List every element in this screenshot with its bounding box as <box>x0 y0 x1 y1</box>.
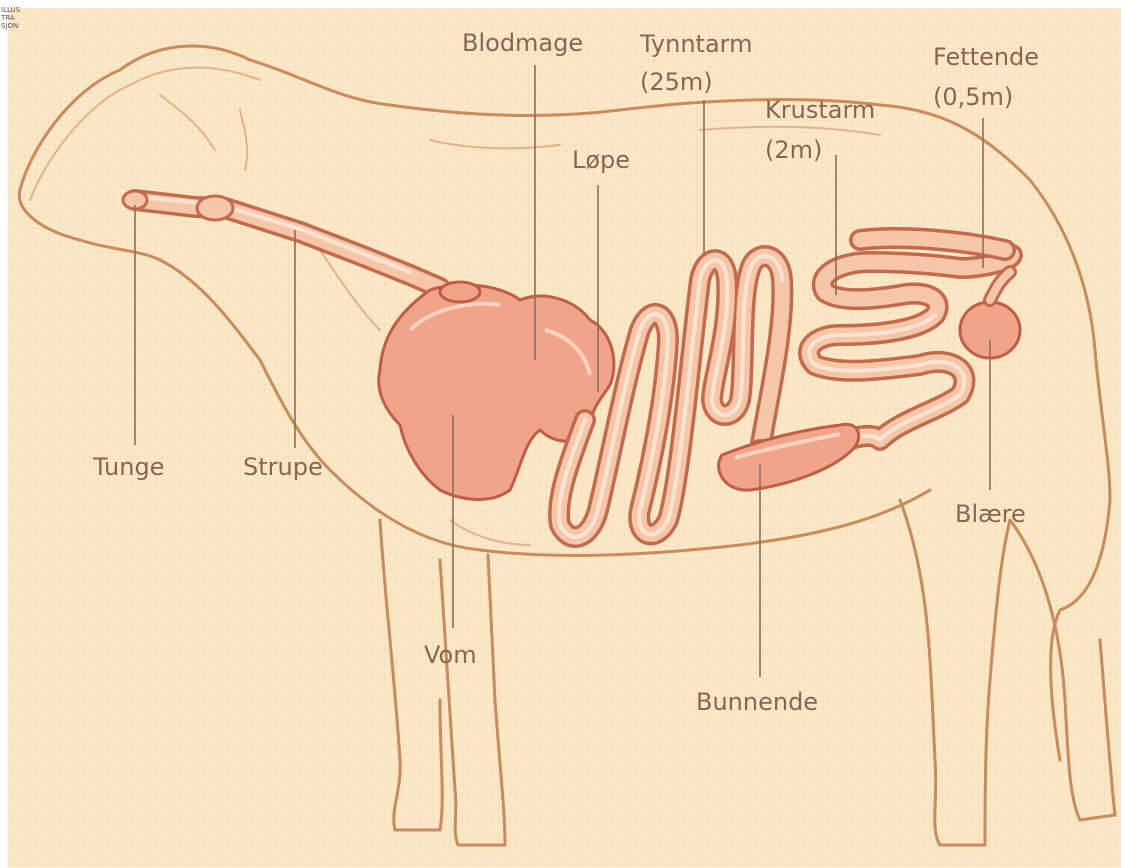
label-strupe: Strupe <box>243 453 323 481</box>
label-fettende-length: (0,5m) <box>933 83 1013 111</box>
corner-credit-line-3: SJON <box>1 22 18 30</box>
stomach-inlet <box>440 282 480 302</box>
corner-credit-line-1: ILLUS <box>1 6 21 14</box>
corner-credit-line-2: TRA <box>0 14 15 22</box>
label-tynntarm-length: (25m) <box>640 68 713 96</box>
label-blaere: Blære <box>955 500 1026 528</box>
label-blodmage: Blodmage <box>462 29 583 57</box>
label-tunge: Tunge <box>92 453 164 481</box>
label-krustarm-length: (2m) <box>765 136 822 164</box>
label-bunnende: Bunnende <box>696 688 818 716</box>
label-tynntarm: Tynntarm <box>639 30 753 58</box>
label-fettende: Fettende <box>933 43 1039 71</box>
label-vom: Vom <box>424 641 477 669</box>
larynx-swelling <box>197 196 233 220</box>
label-lope: Løpe <box>572 146 630 174</box>
label-krustarm: Krustarm <box>765 96 875 124</box>
